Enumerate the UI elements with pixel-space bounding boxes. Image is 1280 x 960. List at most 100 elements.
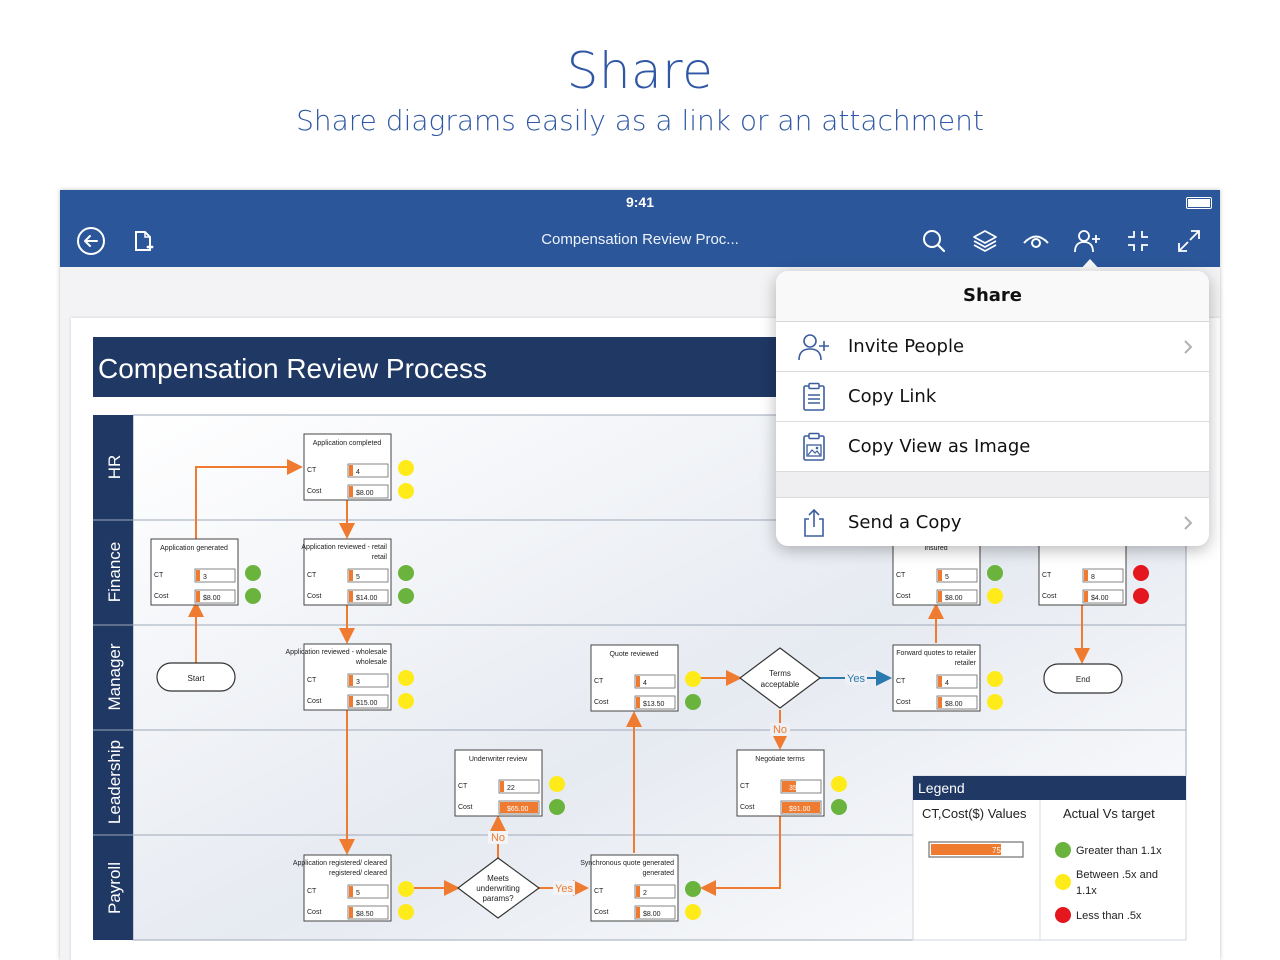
process-box-title-cont: wholesale — [355, 659, 387, 666]
decision-terms[interactable] — [739, 647, 821, 709]
cost-label: Cost — [740, 804, 754, 811]
layers-icon[interactable] — [970, 226, 1000, 256]
cost-label: Cost — [594, 909, 608, 916]
cost-label: Cost — [458, 804, 472, 811]
cost-value: $91.00 — [789, 806, 811, 813]
lane-hr: HR — [105, 455, 124, 480]
end-node[interactable] — [1043, 663, 1123, 694]
legend-col2: Actual Vs target — [1063, 806, 1155, 821]
lane-finance: Finance — [105, 542, 124, 602]
decision-terms-line1: Terms — [769, 669, 791, 678]
legend-green-label: Greater than 1.1x — [1076, 845, 1162, 857]
process-box[interactable]: Application reviewed - wholesalewholesal… — [285, 643, 414, 711]
status-dot-ct — [398, 881, 414, 897]
ct-label: CT — [896, 678, 906, 685]
promo-title: Share — [566, 42, 714, 100]
cost-value: $15.00 — [356, 700, 378, 707]
diagram: Compensation Review Process HR Finance M… — [93, 337, 1187, 941]
fit-icon[interactable] — [1123, 226, 1153, 256]
search-icon[interactable] — [919, 226, 949, 256]
status-dot-ct — [987, 565, 1003, 581]
lane-header-column — [93, 415, 133, 940]
ct-value: 3 — [203, 574, 207, 581]
status-dot-ct — [831, 776, 847, 792]
lane-payroll: Payroll — [105, 862, 124, 914]
ct-value: 22 — [507, 785, 515, 792]
decision-meets-line2: underwriting — [476, 884, 520, 893]
ct-label: CT — [307, 572, 317, 579]
cost-label: Cost — [307, 698, 321, 705]
legend-red-dot — [1055, 907, 1071, 923]
status-dot-ct — [398, 460, 414, 476]
legend-yellow-dot — [1055, 874, 1071, 890]
cost-value: $8.00 — [643, 911, 661, 918]
status-time: 9:41 — [625, 194, 655, 210]
status-dot-ct — [398, 670, 414, 686]
cost-value: $13.50 — [643, 701, 665, 708]
status-dot-cost — [398, 693, 414, 709]
cost-label: Cost — [1042, 593, 1056, 600]
status-dot-cost — [685, 694, 701, 710]
ct-value: 8 — [1091, 574, 1095, 581]
status-dot-ct — [987, 671, 1003, 687]
ct-value: 5 — [356, 574, 360, 581]
copy-link-item[interactable]: Copy Link — [776, 372, 1209, 422]
lane-leadership: Leadership — [105, 740, 124, 824]
legend-title: Legend — [918, 780, 965, 796]
process-box-title-cont: generated — [642, 870, 674, 877]
cost-label: Cost — [896, 593, 910, 600]
legend-yellow-label: Between .5x and — [1076, 869, 1158, 881]
process-box-title-cont: retailer — [955, 660, 977, 667]
status-dot-ct — [549, 776, 565, 792]
process-box[interactable]: Application registered/ clearedregistere… — [293, 854, 414, 922]
status-dot-cost — [685, 904, 701, 920]
process-box-title: Synchronous quote generated — [580, 860, 674, 867]
edge-label-no: No — [491, 832, 505, 844]
ct-label: CT — [307, 677, 317, 684]
status-dot-cost — [398, 483, 414, 499]
process-box-title: Application reviewed - retail — [301, 544, 387, 551]
decision-meets-line3: params? — [482, 894, 514, 903]
copy-view-as-image-item[interactable]: Copy View as Image — [776, 422, 1209, 472]
send-a-copy-item[interactable]: Send a Copy — [776, 498, 1209, 546]
cost-label: Cost — [307, 593, 321, 600]
process-box-title: Quote reviewed — [609, 651, 658, 658]
status-dot-ct — [398, 565, 414, 581]
back-icon[interactable] — [76, 226, 106, 256]
end-label: End — [1076, 675, 1090, 684]
file-info-icon[interactable] — [129, 226, 159, 256]
ct-label: CT — [154, 572, 164, 579]
eye-icon[interactable] — [1021, 226, 1051, 256]
invite-people-item[interactable]: Invite People — [776, 322, 1209, 372]
start-node[interactable] — [156, 662, 236, 692]
copy-view-as-image-label: Copy View as Image — [848, 436, 1031, 457]
legend-bar — [931, 844, 1001, 855]
decision-meets-params[interactable] — [457, 857, 541, 919]
ct-value: 5 — [356, 890, 360, 897]
ct-label: CT — [594, 678, 604, 685]
decision-terms-line2: acceptable — [761, 680, 800, 689]
cost-value: $14.00 — [356, 595, 378, 602]
share-person-icon[interactable] — [1072, 226, 1102, 256]
ct-value: 4 — [643, 680, 647, 687]
cost-label: Cost — [594, 699, 608, 706]
cost-value: $8.00 — [356, 490, 374, 497]
status-dot-cost — [398, 904, 414, 920]
process-box-title-cont: retail — [372, 554, 388, 561]
battery-icon — [1186, 197, 1212, 209]
edge-label-no: No — [773, 724, 787, 736]
document-title[interactable]: Compensation Review Proc... — [541, 231, 739, 248]
status-dot-cost — [245, 588, 261, 604]
ct-label: CT — [307, 888, 317, 895]
fullscreen-icon[interactable] — [1174, 226, 1204, 256]
